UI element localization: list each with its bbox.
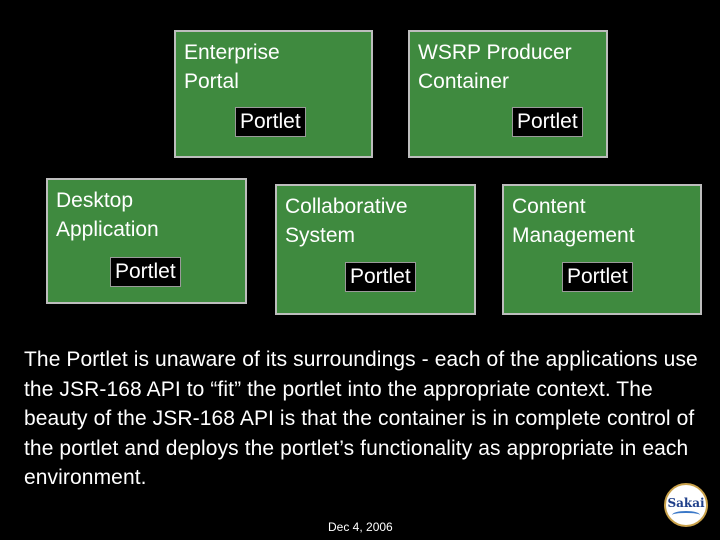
content-management-title: Content Management (512, 195, 635, 247)
sakai-logo: Sakai (664, 483, 708, 527)
wsrp-producer-title: WSRP Producer Container (418, 41, 572, 93)
wsrp-producer-portlet: Portlet (512, 107, 583, 137)
desktop-application-portlet: Portlet (110, 257, 181, 287)
enterprise-portal-box: Enterprise Portal Portlet (174, 30, 373, 158)
wsrp-producer-box: WSRP Producer Container Portlet (408, 30, 608, 158)
caption-text: The Portlet is unaware of its surroundin… (24, 348, 698, 489)
desktop-application-title: Desktop Application (56, 189, 159, 241)
desktop-application-box: Desktop Application Portlet (46, 178, 247, 304)
enterprise-portal-portlet: Portlet (235, 107, 306, 137)
collaborative-system-portlet: Portlet (345, 262, 416, 292)
enterprise-portal-title: Enterprise Portal (184, 41, 280, 93)
content-management-portlet: Portlet (562, 262, 633, 292)
collaborative-system-box: Collaborative System Portlet (275, 184, 476, 315)
footer-date: Dec 4, 2006 (328, 520, 393, 534)
sakai-logo-text: Sakai (667, 496, 705, 510)
content-management-box: Content Management Portlet (502, 184, 702, 315)
collaborative-system-title: Collaborative System (285, 195, 408, 247)
sakai-logo-wave-icon (672, 511, 700, 519)
